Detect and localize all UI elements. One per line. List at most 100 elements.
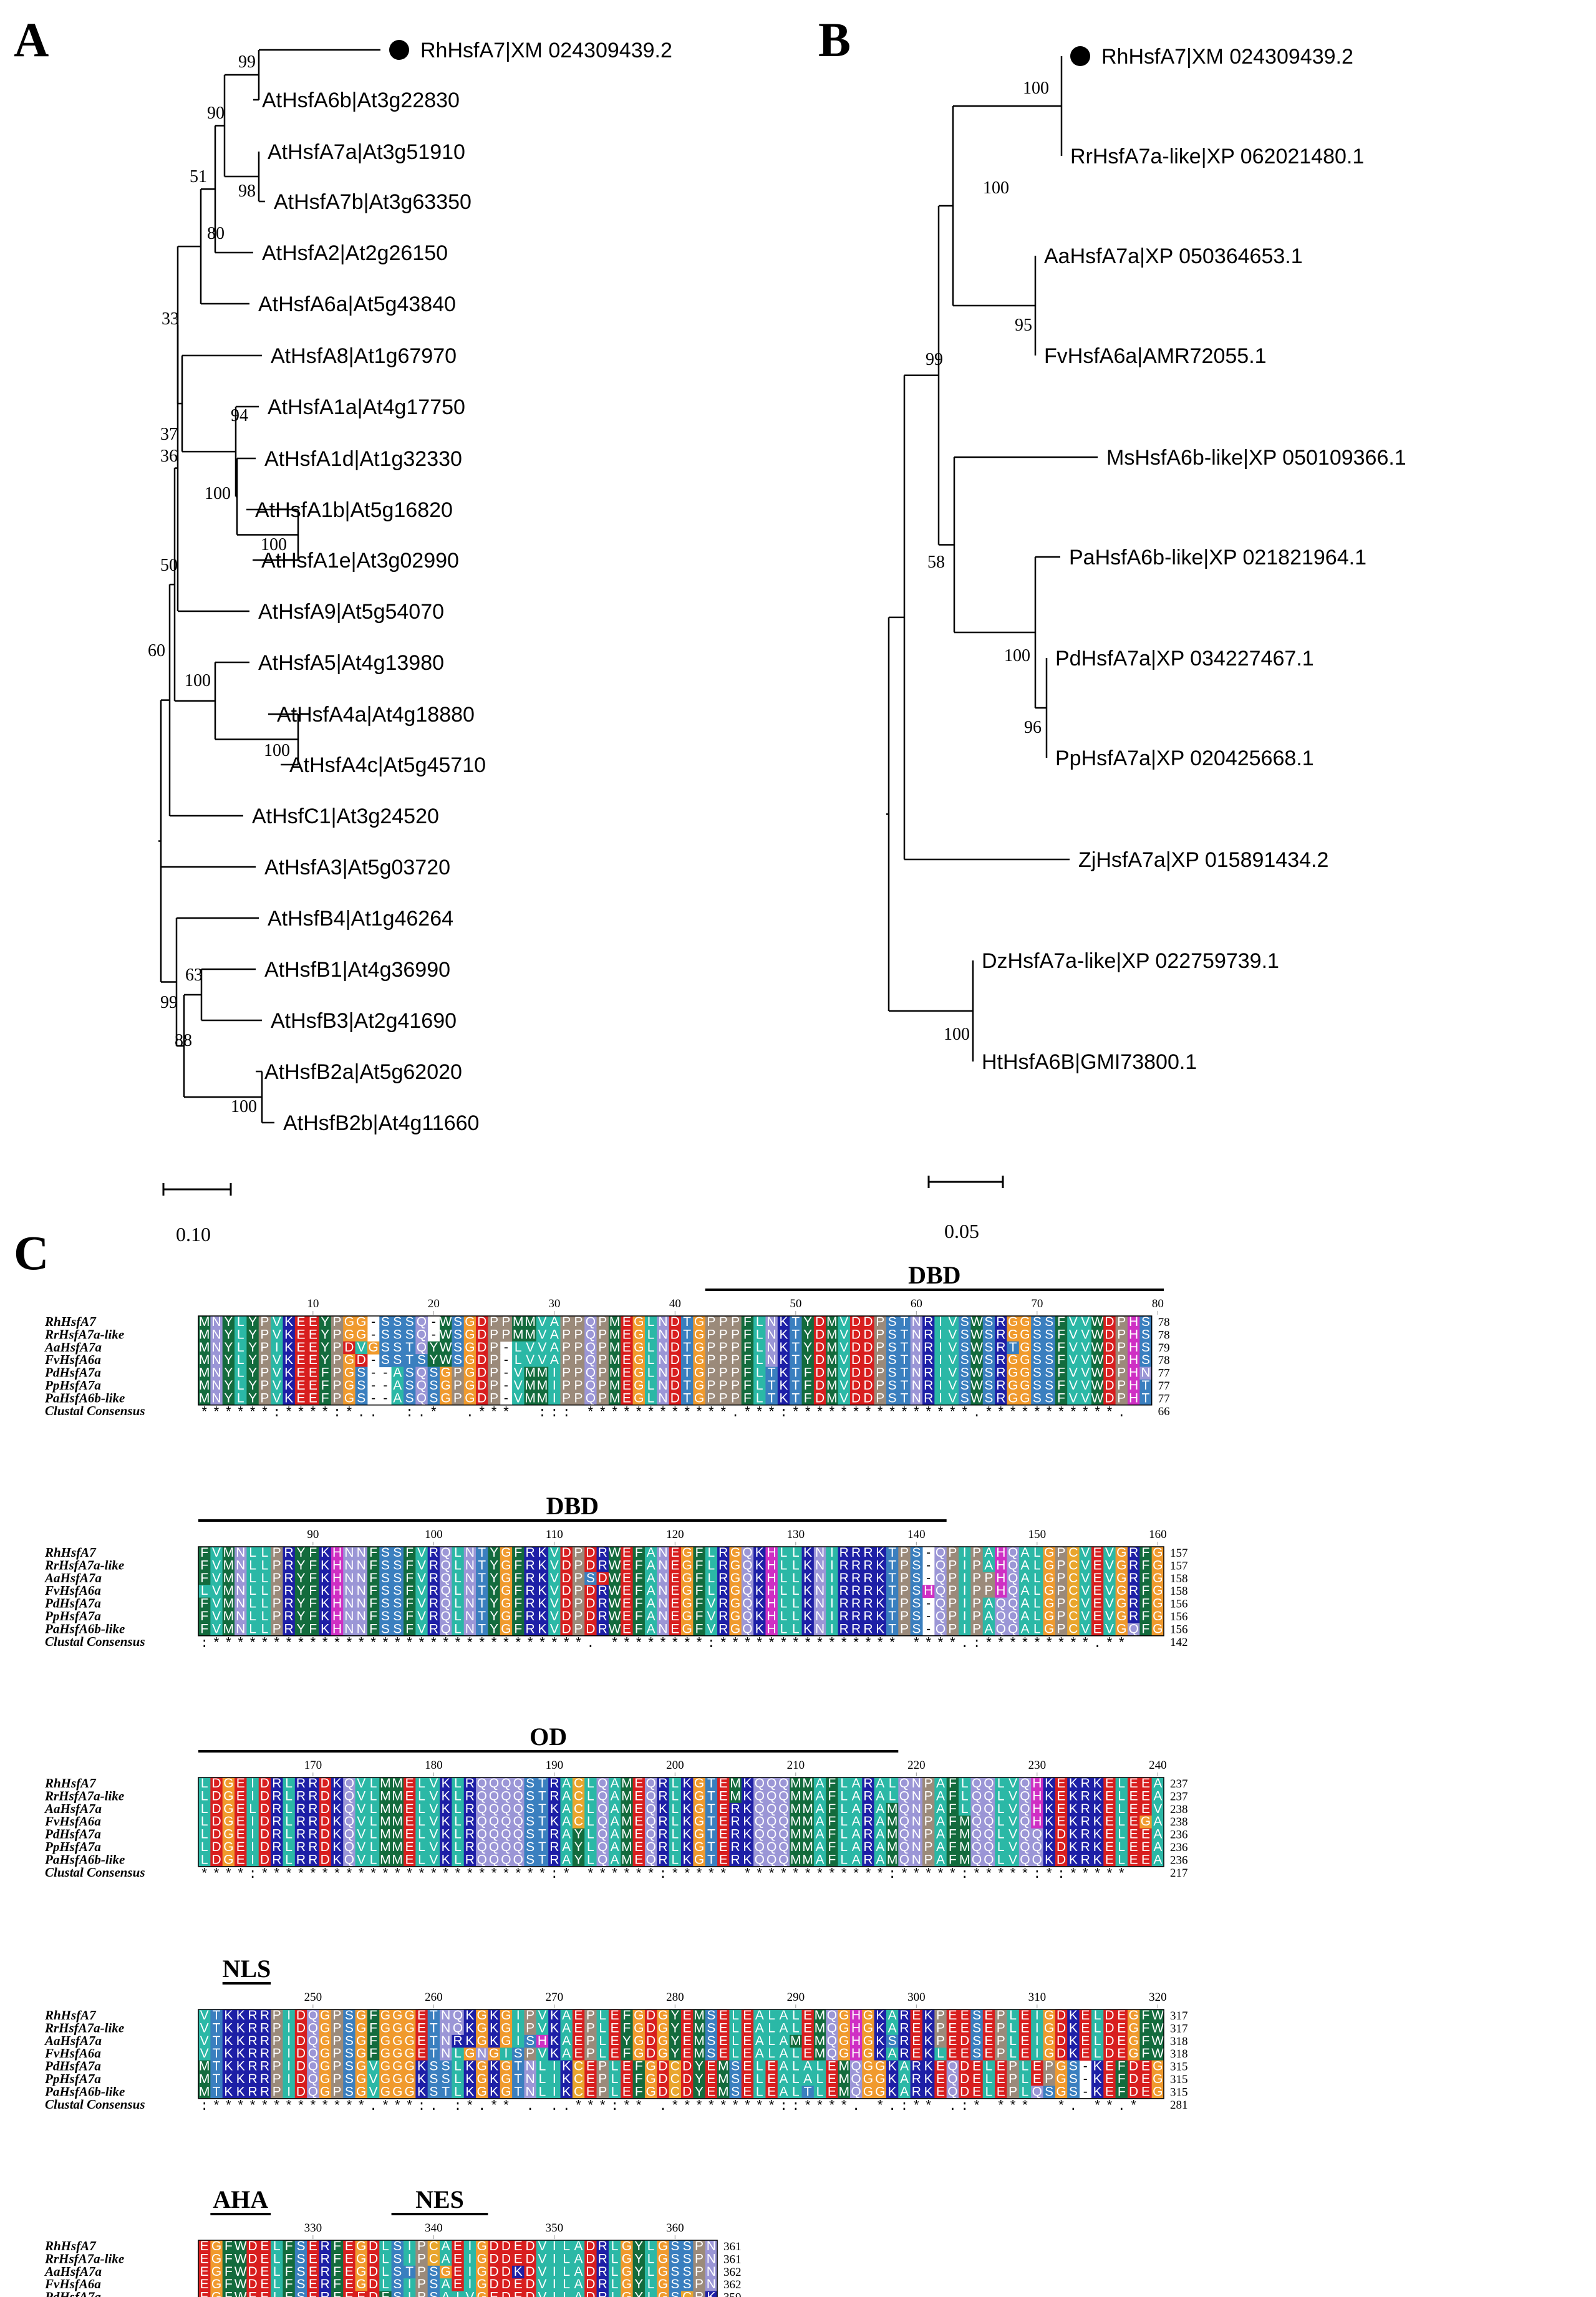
sequence-end-position: 217 [1170, 1867, 1188, 1880]
consensus-symbol: * [236, 1867, 244, 1882]
bootstrap-value: 98 [238, 181, 256, 201]
residue-letter: S [1069, 2084, 1078, 2099]
residue-letter: V [839, 1391, 848, 1405]
consensus-symbol: * [635, 1405, 643, 1421]
residue-letter: V [538, 1327, 546, 1342]
residue-letter: S [984, 1315, 993, 1329]
tree-leaf-label: FvHsfA6a|AMR72055.1 [1044, 344, 1267, 368]
residue-letter: L [418, 1852, 425, 1867]
residue-letter: Y [321, 1327, 329, 1342]
bootstrap-value: 37 [160, 425, 178, 444]
residue-letter: G [694, 1327, 704, 1342]
residue-letter: N [211, 1315, 221, 1329]
residue-letter: Y [224, 1327, 233, 1342]
alignment-position-label: 160 [1149, 1528, 1167, 1541]
consensus-symbol: * [478, 1867, 486, 1882]
residue-letter: Q [767, 1852, 776, 1867]
residue-cell [596, 1328, 609, 1342]
residue-letter: S [1033, 1391, 1042, 1405]
residue-letter: S [888, 1391, 897, 1405]
tree-leaf-label: AtHsfB2b|At4g11660 [283, 1111, 479, 1135]
residue-cell [572, 1316, 585, 1329]
scale-bar-a [162, 1183, 232, 1196]
consensus-symbol: . [430, 2099, 438, 2114]
consensus-symbol: * [297, 1405, 305, 1421]
residue-letter: P [598, 2084, 607, 2099]
sequence-end-position: 315 [1170, 2061, 1188, 2074]
consensus-symbol: : [972, 1636, 980, 1651]
consensus-symbol: * [466, 1636, 474, 1651]
residue-cell [512, 1328, 525, 1342]
consensus-symbol: * [671, 1636, 679, 1651]
alignment-position-label: 230 [1028, 1759, 1047, 1772]
residue-cell [536, 1316, 549, 1329]
residue-letter: G [465, 1391, 475, 1405]
residue-cell [524, 1328, 537, 1342]
residue-letter: D [211, 1852, 221, 1867]
residue-letter: D [1129, 2084, 1138, 2099]
residue-letter: T [478, 1622, 486, 1636]
residue-cell [729, 1328, 742, 1342]
residue-cell [258, 1328, 271, 1342]
consensus-symbol: . [369, 1405, 377, 1421]
residue-letter: P [453, 1391, 462, 1405]
consensus-symbol: * [731, 1636, 739, 1651]
residue-letter: M [525, 1315, 536, 1329]
consensus-symbol: * [924, 1405, 932, 1421]
alignment-position-label: 100 [425, 1528, 443, 1541]
consensus-symbol: * [394, 1867, 402, 1882]
residue-letter: P [719, 1391, 728, 1405]
consensus-symbol: * [273, 1636, 281, 1651]
consensus-symbol: . [960, 1636, 969, 1651]
consensus-symbol: * [369, 1867, 377, 1882]
residue-letter: S [381, 1622, 390, 1636]
consensus-symbol: * [1045, 1867, 1053, 1882]
residue-letter: V [1081, 1315, 1090, 1329]
residue-letter: V [948, 1391, 957, 1405]
tree-leaf-label: AtHsfA8|At1g67970 [271, 344, 457, 368]
consensus-symbol: * [888, 1636, 896, 1651]
sequence-end-position: 238 [1170, 1816, 1188, 1829]
residue-letter: S [393, 1327, 402, 1342]
sequence-end-position: 236 [1170, 1841, 1188, 1854]
consensus-symbol: * [791, 1405, 800, 1421]
residue-letter: F [804, 1391, 812, 1405]
residue-letter: M [790, 1852, 801, 1867]
consensus-symbol: * [683, 2099, 691, 2114]
consensus-symbol: * [225, 1867, 233, 1882]
consensus-symbol: : [611, 2099, 619, 2114]
residue-letter: G [465, 1315, 475, 1329]
sequence-end-position: 317 [1170, 2022, 1188, 2035]
residue-letter: R [526, 1622, 535, 1636]
bootstrap-value: 99 [160, 993, 178, 1012]
residue-letter: Q [778, 1852, 788, 1867]
residue-letter: I [251, 1852, 254, 1867]
bootstrap-value: 100 [1023, 79, 1049, 98]
residue-letter: G [1044, 1622, 1054, 1636]
residue-cell [355, 1316, 368, 1329]
consensus-symbol: * [1057, 1405, 1065, 1421]
bootstrap-value: 58 [927, 553, 945, 572]
residue-letter: K [683, 1852, 692, 1867]
residue-letter: P [574, 1315, 583, 1329]
consensus-symbol: * [1045, 1405, 1053, 1421]
consensus-symbol: * [647, 1867, 655, 1882]
residue-letter: P [719, 1327, 728, 1342]
residue-cell [898, 1316, 911, 1329]
residue-letter: N [767, 1315, 776, 1329]
residue-letter: L [237, 1391, 244, 1405]
residue-letter: E [296, 1327, 305, 1342]
consensus-symbol: * [611, 1405, 619, 1421]
residue-letter: D [851, 1327, 861, 1342]
residue-letter: V [429, 1852, 438, 1867]
tree-leaf-label: AtHsfA6a|At5g43840 [258, 293, 456, 316]
residue-letter: A [876, 1852, 884, 1867]
consensus-symbol: * [212, 2099, 220, 2114]
consensus-symbol: * [900, 1405, 908, 1421]
residue-letter: S [1045, 1315, 1053, 1329]
consensus-symbol: * [743, 1405, 752, 1421]
residue-letter: L [454, 2084, 462, 2099]
sequence-end-position: 157 [1170, 1547, 1188, 1560]
